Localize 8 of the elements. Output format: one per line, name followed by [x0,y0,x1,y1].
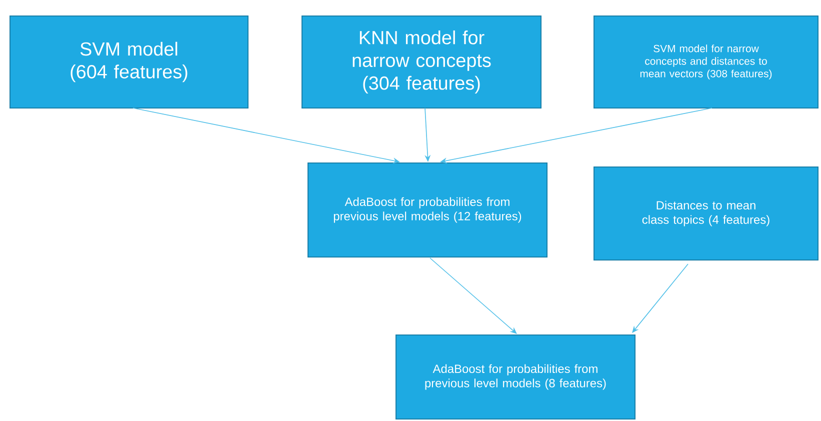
process-box: KNN model for narrow concepts (304 features) [302,16,542,108]
process-box: AdaBoost for probabilities from previous level models (12 features) [308,162,548,258]
arrow [430,258,517,334]
arrow [632,264,688,333]
process-box: Distances to mean class topics (4 features) [594,166,818,260]
process-box: SVM model for narrow concepts and distances to mean vectors (308 features) [594,16,818,108]
process-box: AdaBoost for probabilities from previous level models (8 features) [396,334,636,420]
process-box: SVM model (604 features) [10,16,248,108]
